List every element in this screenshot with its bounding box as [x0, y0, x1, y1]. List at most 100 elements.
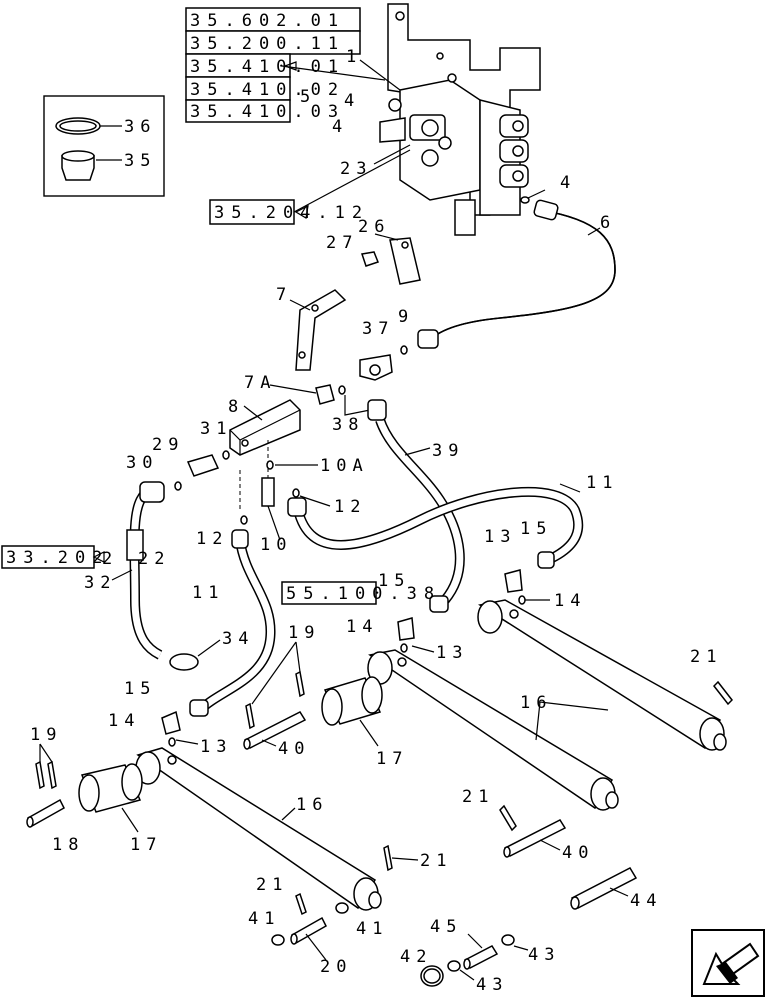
- callout-2[interactable]: 2: [102, 549, 118, 569]
- callout-8[interactable]: 8: [228, 397, 244, 417]
- svg-text:35.602.01: 35.602.01: [190, 11, 345, 31]
- cotter-pin-21-pin: [499, 804, 517, 832]
- elbow-fitting-13-middle: [397, 617, 415, 641]
- inset-box: 36 35: [43, 95, 165, 197]
- callout-21-lower[interactable]: 21: [420, 851, 452, 871]
- callout-6[interactable]: 6: [600, 213, 616, 233]
- sleeve-17-middle: [321, 676, 383, 726]
- callout-7[interactable]: 7: [276, 285, 292, 305]
- callout-13-left[interactable]: 13: [200, 737, 232, 757]
- callout-14-upper[interactable]: 14: [554, 591, 586, 611]
- callout-45[interactable]: 45: [430, 917, 462, 937]
- reference-box-35-410-03[interactable]: 35.410.03: [185, 99, 345, 123]
- fitting-10: [261, 477, 275, 507]
- reference-box-35-602-01[interactable]: 35.602.01: [185, 7, 361, 32]
- callout-16-lower[interactable]: 16: [296, 795, 328, 815]
- callout-42[interactable]: 42: [400, 947, 432, 967]
- callout-21-right[interactable]: 21: [690, 647, 722, 667]
- cotter-pin-21-bottom: [295, 892, 307, 916]
- callout-36[interactable]: 36: [124, 117, 156, 137]
- callout-19-left[interactable]: 19: [30, 725, 62, 745]
- control-valve-assembly: [379, 73, 529, 236]
- callout-32[interactable]: 32: [84, 573, 116, 593]
- callout-43-lower[interactable]: 43: [476, 975, 508, 995]
- callout-41-right[interactable]: 41: [356, 919, 388, 939]
- callout-9[interactable]: 9: [398, 307, 414, 327]
- callout-15-middle[interactable]: 15: [378, 571, 410, 591]
- callout-14-left[interactable]: 14: [108, 711, 140, 731]
- svg-text:55.100.38: 55.100.38: [286, 584, 441, 604]
- clamp-26: [389, 237, 421, 285]
- callout-4[interactable]: 4: [332, 117, 348, 137]
- callout-21-bottom[interactable]: 21: [256, 875, 288, 895]
- callout-27[interactable]: 27: [326, 233, 358, 253]
- callout-4-top[interactable]: 4: [344, 91, 360, 111]
- callout-15-left[interactable]: 15: [124, 679, 156, 699]
- callout-30[interactable]: 30: [126, 453, 158, 473]
- callout-38[interactable]: 38: [332, 415, 364, 435]
- callout-10[interactable]: 10: [260, 535, 292, 555]
- reference-box-35-200-11[interactable]: 35.200.11: [185, 30, 361, 55]
- callout-44[interactable]: 44: [630, 891, 662, 911]
- callout-18[interactable]: 18: [52, 835, 84, 855]
- reference-box-55-100-38[interactable]: 55.100.38: [281, 581, 441, 605]
- arrow-head: [283, 61, 297, 71]
- callout-13-middle[interactable]: 13: [436, 643, 468, 663]
- leader-line: [281, 65, 386, 81]
- pin-20: [290, 916, 327, 945]
- callout-17-middle[interactable]: 17: [376, 749, 408, 769]
- svg-text:35.410.03: 35.410.03: [190, 102, 345, 122]
- callout-23[interactable]: 23: [340, 159, 372, 179]
- reference-box-33-202[interactable]: 33.202: [1, 545, 109, 569]
- hydraulic-cylinder-16-lower: [135, 747, 382, 911]
- callout-12-left[interactable]: 12: [196, 529, 228, 549]
- callout-5[interactable]: 5: [300, 87, 316, 107]
- callout-14-middle[interactable]: 14: [346, 617, 378, 637]
- callout-22[interactable]: 22: [138, 549, 170, 569]
- callout-37[interactable]: 37: [362, 319, 394, 339]
- reference-box-35-410-02[interactable]: 35.410.02: [185, 76, 345, 101]
- reference-box-35-410-01[interactable]: 35.410.01: [185, 53, 345, 78]
- callout-13-upper[interactable]: 13: [484, 527, 516, 547]
- bushing-41-left: [271, 934, 285, 946]
- callout-15-upper[interactable]: 15: [520, 519, 552, 539]
- callout-39[interactable]: 39: [432, 441, 464, 461]
- bracket-7: [295, 289, 347, 371]
- callout-26[interactable]: 26: [358, 217, 390, 237]
- pin-45: [463, 945, 499, 970]
- o-ring: [520, 196, 530, 204]
- callout-34[interactable]: 34: [222, 629, 254, 649]
- bushing-41-right: [335, 902, 349, 914]
- fitting-29: [186, 454, 220, 477]
- bushing-43-lower: [447, 960, 461, 972]
- previous-page-arrow-icon[interactable]: [691, 929, 765, 997]
- svg-text:35.204.12: 35.204.12: [214, 203, 369, 223]
- callout-40-middle[interactable]: 40: [278, 739, 310, 759]
- callout-20[interactable]: 20: [320, 957, 352, 977]
- callout-12-right[interactable]: 12: [334, 497, 366, 517]
- callout-11-left[interactable]: 11: [192, 583, 224, 603]
- callout-29[interactable]: 29: [152, 435, 184, 455]
- nut-7A: [315, 384, 335, 405]
- reference-box-35-204-12[interactable]: 35.204.12: [209, 199, 369, 225]
- svg-text:35.200.11: 35.200.11: [190, 34, 345, 54]
- callout-40-lower[interactable]: 40: [562, 843, 594, 863]
- callout-17-lower[interactable]: 17: [130, 835, 162, 855]
- callout-4-right[interactable]: 4: [560, 173, 576, 193]
- pin-44: [570, 867, 638, 910]
- callout-10A[interactable]: 10A: [320, 456, 369, 476]
- callout-43-upper[interactable]: 43: [528, 945, 560, 965]
- callout-16-upper[interactable]: 16: [520, 693, 552, 713]
- callout-21-pin[interactable]: 21: [462, 787, 494, 807]
- callout-31[interactable]: 31: [200, 419, 232, 439]
- elbow-fitting-13: [504, 569, 523, 593]
- callout-19-middle[interactable]: 19: [288, 623, 320, 643]
- callout-35[interactable]: 35: [124, 151, 156, 171]
- callout-11-right[interactable]: 11: [586, 473, 618, 493]
- hydraulic-cylinder-16-middle: [367, 649, 619, 811]
- callout-7A[interactable]: 7A: [244, 373, 276, 393]
- callout-1[interactable]: 1: [346, 47, 362, 67]
- elbow-fitting-13-left: [161, 710, 181, 735]
- callout-41-left[interactable]: 41: [248, 909, 280, 929]
